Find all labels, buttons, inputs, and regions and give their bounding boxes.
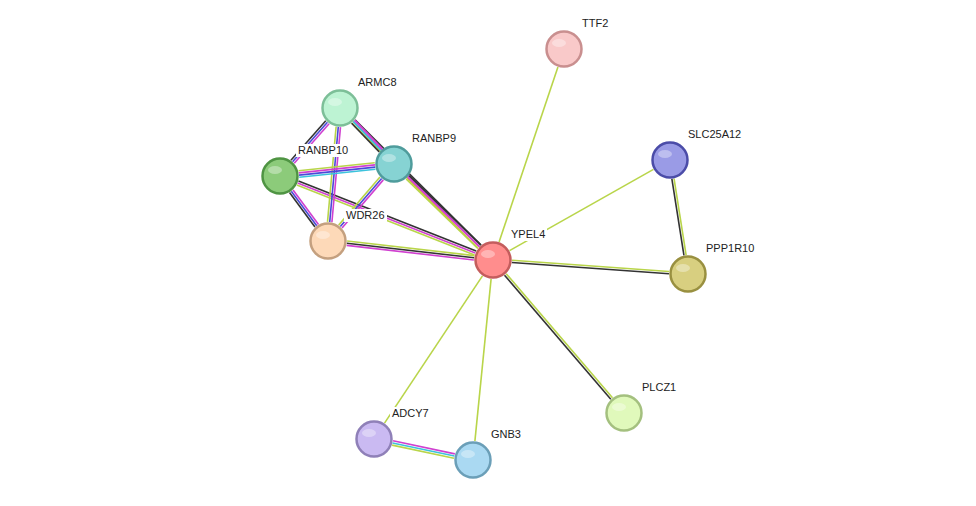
node-circle <box>651 141 689 179</box>
node-circle <box>309 222 347 260</box>
edge-strand <box>506 274 612 398</box>
edge-strand <box>291 191 316 225</box>
edge-strand <box>355 120 481 245</box>
node-disc <box>377 147 412 182</box>
interaction-edge <box>352 120 481 248</box>
node-shine <box>552 39 566 47</box>
protein-node: SLC25A12 <box>651 141 689 179</box>
node-shine <box>328 98 342 106</box>
edge-strand <box>674 179 686 255</box>
protein-node: PPP1R10 <box>669 255 707 293</box>
node-circle <box>355 420 393 458</box>
interaction-edge <box>672 179 686 256</box>
node-shine <box>612 403 626 411</box>
node-shine <box>481 250 495 258</box>
node-disc <box>263 159 298 194</box>
node-circle <box>669 255 707 293</box>
edge-strand <box>475 279 491 441</box>
node-label: TTF2 <box>580 17 610 30</box>
edge-strand <box>408 177 480 247</box>
node-disc <box>323 91 358 126</box>
node-label: SLC25A12 <box>686 128 743 141</box>
node-shine <box>676 264 690 272</box>
node-label: WDR26 <box>344 209 387 222</box>
edge-strand <box>352 123 380 152</box>
node-label: RANBP9 <box>410 132 458 145</box>
interaction-edge <box>505 274 613 400</box>
node-shine <box>268 166 282 174</box>
protein-node: TTF2 <box>545 30 583 68</box>
node-label: ARMC8 <box>356 76 399 89</box>
edge-strand <box>290 193 315 227</box>
node-disc <box>311 224 346 259</box>
node-label: GNB3 <box>489 428 523 441</box>
protein-node: GNB3 <box>454 441 492 479</box>
node-label: ADCY7 <box>390 407 431 420</box>
interaction-edge <box>512 260 669 273</box>
node-circle <box>375 145 413 183</box>
interaction-edge <box>290 190 319 227</box>
protein-node: WDR26 <box>309 222 347 260</box>
node-label: PLCZ1 <box>640 381 678 394</box>
node-disc <box>671 257 706 292</box>
node-shine <box>461 450 475 458</box>
edge-strand <box>672 179 684 255</box>
interaction-edge <box>510 169 654 250</box>
node-label: RANBP10 <box>296 144 350 157</box>
edge-strand <box>392 445 454 458</box>
protein-node: RANBP9 <box>375 145 413 183</box>
node-shine <box>316 231 330 239</box>
protein-node: PLCZ1 <box>605 394 643 432</box>
edge-strand <box>512 260 669 271</box>
edge-strand <box>385 276 483 423</box>
node-circle <box>321 89 359 127</box>
protein-node: RANBP10 <box>261 157 299 195</box>
edge-strand <box>355 120 383 149</box>
node-shine <box>658 150 672 158</box>
node-shine <box>382 154 396 162</box>
protein-node: YPEL4 <box>474 241 512 279</box>
interaction-edge <box>347 241 475 260</box>
edge-strand <box>393 443 455 456</box>
node-disc <box>653 143 688 178</box>
node-circle <box>545 30 583 68</box>
edge-strand <box>505 275 611 399</box>
edge-strand <box>510 169 654 250</box>
node-disc <box>357 422 392 457</box>
node-circle <box>261 157 299 195</box>
edge-strand <box>409 176 481 246</box>
edge-strand <box>353 122 381 151</box>
interaction-edge <box>385 276 483 423</box>
edge-strand <box>299 163 375 171</box>
node-disc <box>456 443 491 478</box>
interaction-edge <box>352 120 383 152</box>
interaction-edge <box>392 441 455 458</box>
edge-strand <box>347 243 474 258</box>
interaction-edge <box>299 163 376 178</box>
node-disc <box>547 32 582 67</box>
node-shine <box>362 429 376 437</box>
node-disc <box>476 243 511 278</box>
protein-node: ADCY7 <box>355 420 393 458</box>
protein-node: ARMC8 <box>321 89 359 127</box>
node-label: YPEL4 <box>509 228 547 241</box>
node-label: PPP1R10 <box>704 242 756 255</box>
node-circle <box>605 394 643 432</box>
node-circle <box>454 441 492 479</box>
interaction-edge <box>475 279 491 441</box>
edge-strand <box>347 241 474 256</box>
edge-strand <box>512 262 669 273</box>
edge-strand <box>499 67 558 242</box>
node-disc <box>607 396 642 431</box>
edge-strand <box>293 190 318 224</box>
interaction-edge <box>499 67 558 242</box>
node-circle <box>474 241 512 279</box>
